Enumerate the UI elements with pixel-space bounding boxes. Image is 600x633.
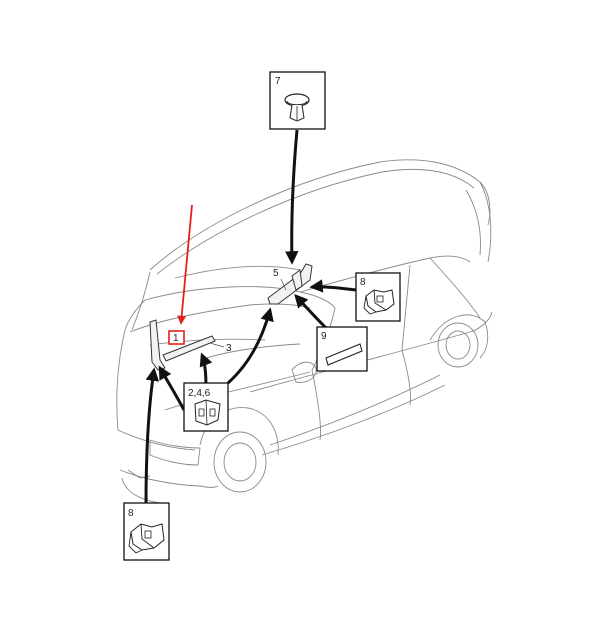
car-outline [116,159,493,504]
connection-arrows [144,129,357,506]
retainer-clip-icon [363,289,395,315]
callout-1-highlight-box [168,330,185,345]
callout-5: 5 [273,268,279,279]
push-clip-icon [284,93,310,122]
detail-box-7: 7 [269,71,326,130]
callout-1: 1 [173,333,179,344]
detail-box-8-right: 8 [355,272,401,322]
callout-8-right: 8 [360,277,366,288]
callout-9: 9 [321,331,327,342]
adhesive-pad-icon [325,343,363,366]
callout-3: 3 [226,343,232,354]
detail-box-8-bottom: 8 [123,502,170,561]
retainer-clip-icon [128,523,165,554]
leader-line-3 [209,342,225,348]
detail-box-9: 9 [316,326,368,372]
detail-box-2-4-6: 2,4,6 [183,382,229,432]
callout-2-4-6: 2,4,6 [188,388,211,399]
callout-7: 7 [275,76,281,87]
leader-line-5 [280,278,287,291]
highlight-arrow [177,204,193,325]
callout-8-bottom: 8 [128,508,134,519]
a-pillar-trim-part [267,263,313,305]
clip-fastener-icon [194,399,221,426]
